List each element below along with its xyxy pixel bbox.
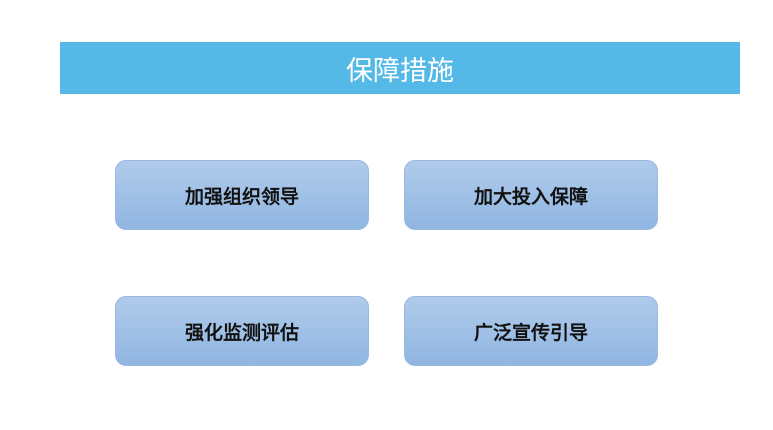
measure-box-publicity[interactable]: 广泛宣传引导	[404, 296, 658, 366]
measure-box-organization[interactable]: 加强组织领导	[115, 160, 369, 230]
measure-label: 强化监测评估	[184, 321, 299, 344]
measure-box-monitoring[interactable]: 强化监测评估	[115, 296, 369, 366]
title-banner: 保障措施	[60, 42, 740, 94]
measure-label: 加大投入保障	[473, 185, 588, 208]
measure-box-investment[interactable]: 加大投入保障	[404, 160, 658, 230]
slide-title: 保障措施	[346, 55, 454, 87]
measure-label: 广泛宣传引导	[473, 321, 588, 344]
measure-label: 加强组织领导	[184, 185, 299, 208]
